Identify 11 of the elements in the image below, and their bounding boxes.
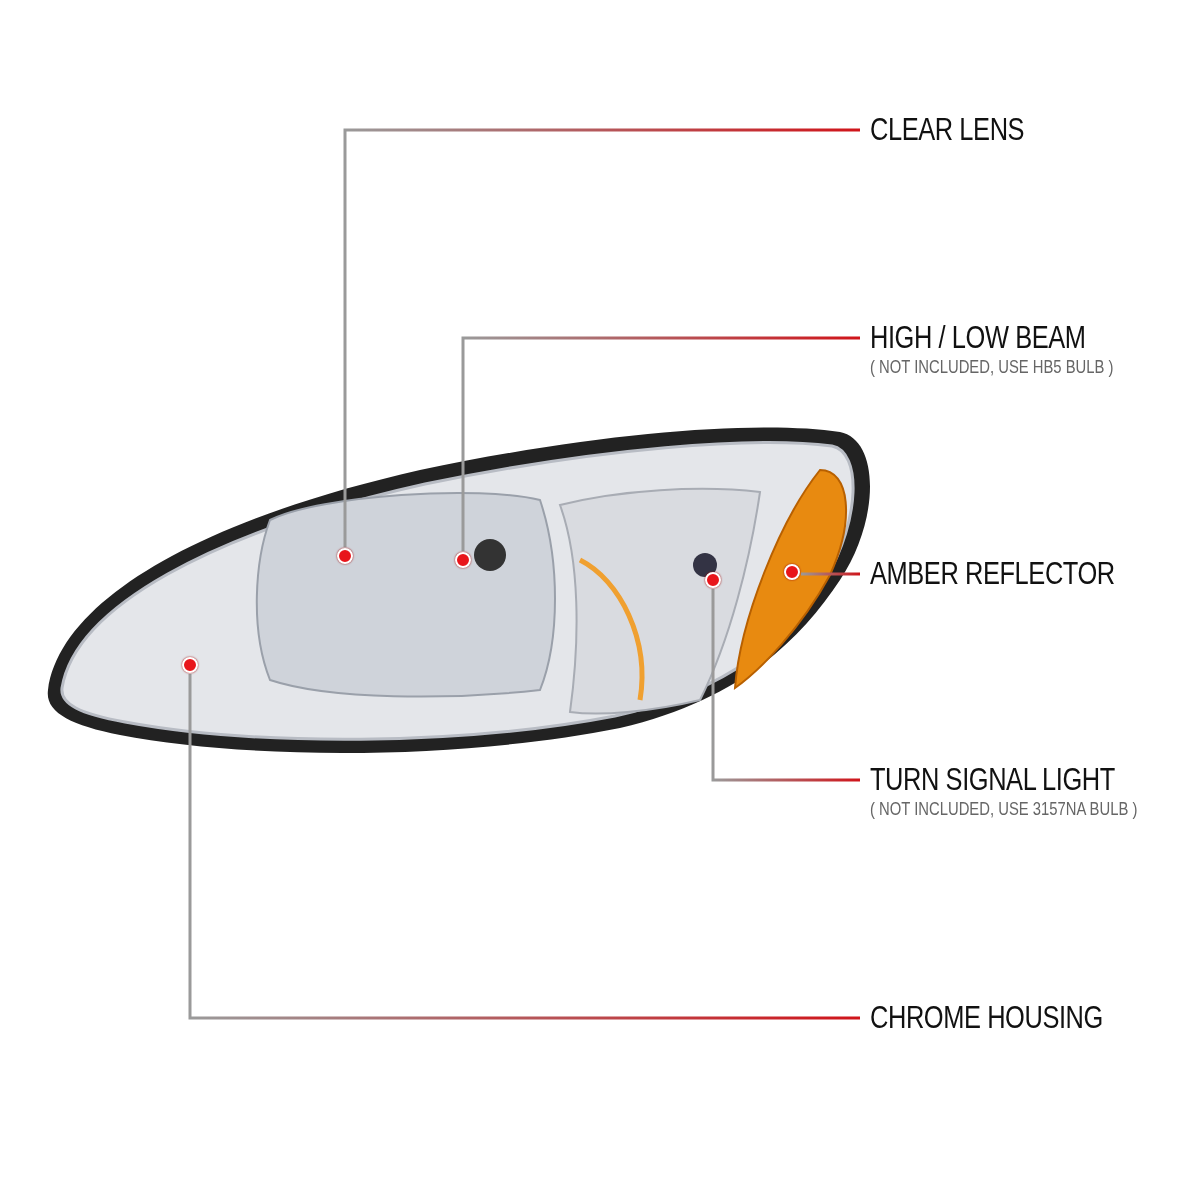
callout-label: CLEAR LENS bbox=[870, 112, 1025, 148]
callout-label: AMBER REFLECTOR bbox=[870, 556, 1115, 592]
callout-label: CHROME HOUSING bbox=[870, 1000, 1103, 1036]
leader-line bbox=[711, 589, 860, 782]
leader-line bbox=[461, 336, 860, 551]
callout-note: ( NOT INCLUDED, USE 3157NA BULB ) bbox=[870, 798, 1138, 820]
leader-line bbox=[188, 674, 860, 1020]
callout-label: TURN SIGNAL LIGHT bbox=[870, 762, 1116, 798]
callout-note: ( NOT INCLUDED, USE HB5 BULB ) bbox=[870, 356, 1114, 378]
leader-line bbox=[343, 128, 860, 547]
callout-label: HIGH / LOW BEAM bbox=[870, 320, 1087, 356]
